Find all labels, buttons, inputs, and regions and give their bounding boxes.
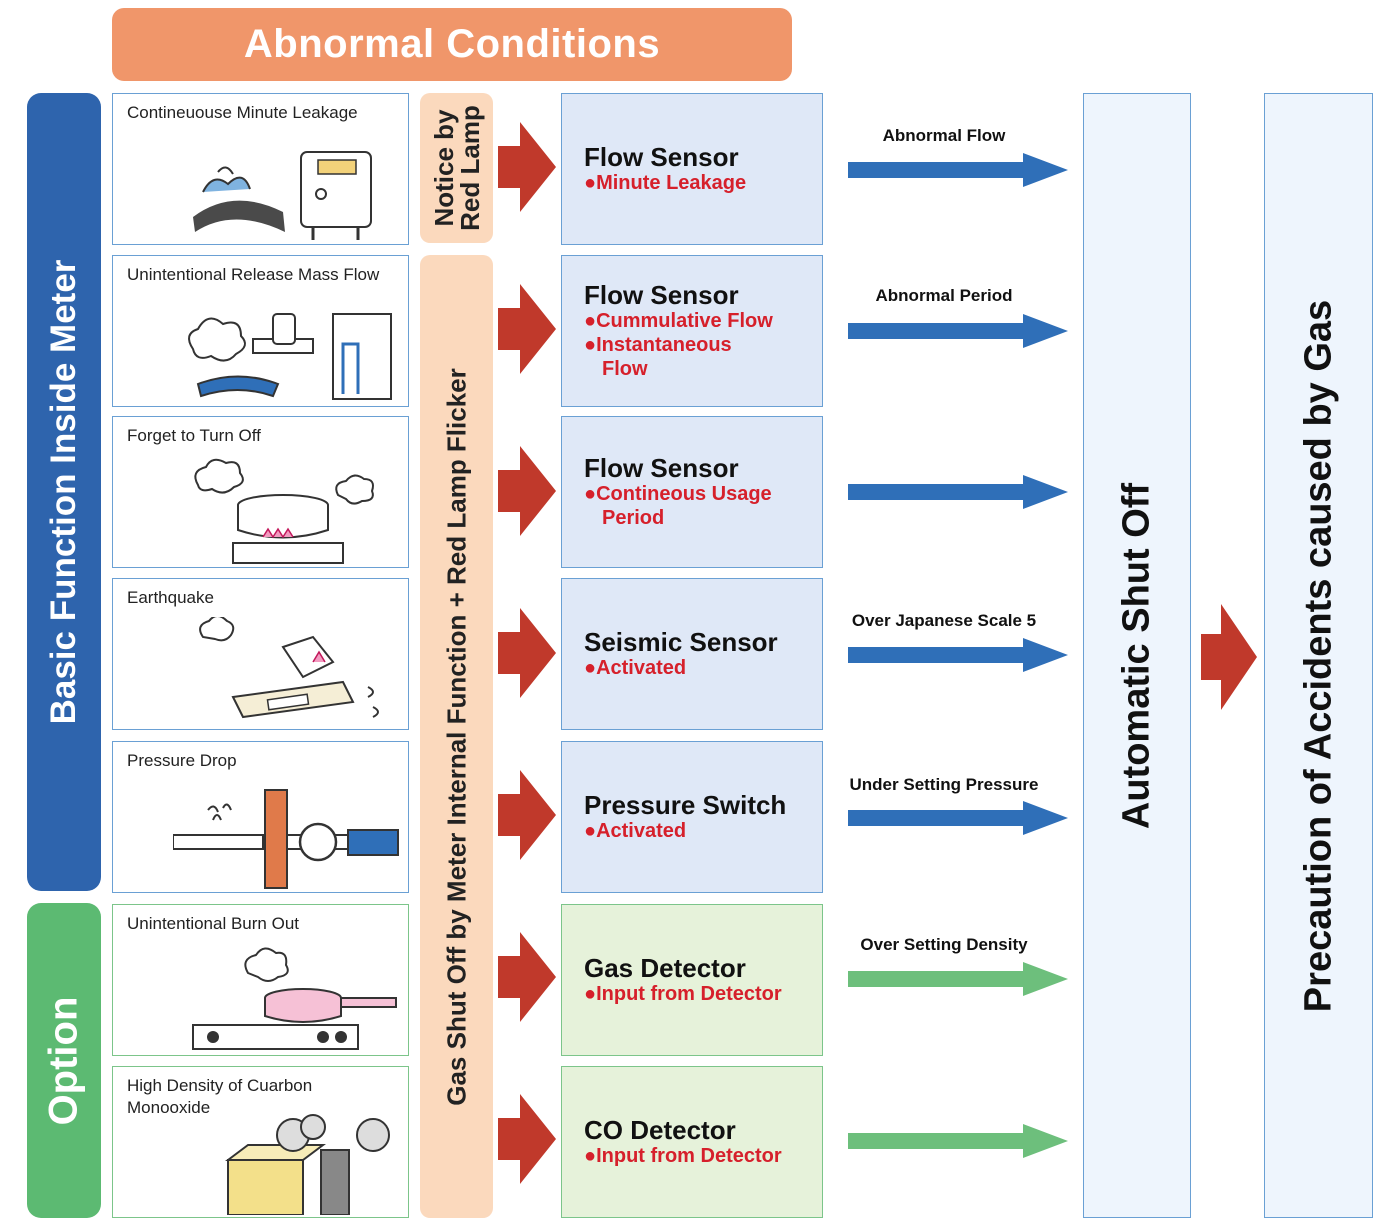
basic-function-label: Basic Function Inside Meter bbox=[44, 259, 83, 725]
broken-pipe-icon bbox=[173, 789, 399, 889]
red-arrow-icon bbox=[498, 1094, 556, 1184]
blue-arrow-icon bbox=[848, 475, 1068, 509]
condition-label: Contineuouse Minute Leakage bbox=[127, 103, 358, 122]
arrow-label: Abnormal Period bbox=[875, 286, 1013, 305]
notice-label: Notice by Red Lamp bbox=[428, 105, 485, 231]
sensor-title: Gas Detector bbox=[584, 953, 746, 983]
sensor-detail: ●Input from Detector bbox=[584, 1145, 782, 1167]
condition-box-earthquake: Earthquake bbox=[112, 578, 409, 730]
blue-arrow-icon bbox=[848, 638, 1068, 672]
sensor-title: Flow Sensor bbox=[584, 280, 739, 310]
sensor-detail: ●Activated bbox=[584, 657, 687, 679]
condition-label: Forget to Turn Off bbox=[127, 426, 261, 445]
sensor-detail: ●Instantaneous bbox=[584, 334, 732, 356]
condition-box-mass-flow: Unintentional Release Mass Flow bbox=[112, 255, 409, 407]
precaution-label: Precaution of Accidents caused by Gas bbox=[1297, 299, 1339, 1012]
red-arrow-icon bbox=[498, 608, 556, 698]
blue-arrow-icon bbox=[848, 153, 1068, 187]
sensor-detail: Period bbox=[602, 507, 665, 529]
green-arrow-icon bbox=[848, 1124, 1068, 1158]
condition-box-burn-out: Unintentional Burn Out bbox=[112, 904, 409, 1056]
gas-shutoff-bar: Gas Shut Off by Meter Internal Function … bbox=[420, 255, 493, 1218]
condition-label: Unintentional Release Mass Flow bbox=[127, 265, 380, 284]
sensor-detail: ●Input from Detector bbox=[584, 983, 782, 1005]
sensor-box-co-detector: CO Detector ●Input from Detector bbox=[561, 1066, 823, 1218]
shaking-stove-icon bbox=[199, 617, 379, 719]
condition-label: Unintentional Burn Out bbox=[127, 914, 299, 933]
automatic-shutoff-box: Automatic Shut Off bbox=[1083, 93, 1191, 1218]
arrow-label: Over Japanese Scale 5 bbox=[851, 611, 1037, 630]
condition-label: Pressure Drop bbox=[127, 751, 237, 770]
boiling-pot-icon bbox=[194, 458, 374, 564]
leaking-pipe-icon bbox=[193, 151, 372, 240]
condition-box-minute-leakage: Contineuouse Minute Leakage bbox=[112, 93, 409, 245]
sensor-title: Flow Sensor bbox=[584, 453, 739, 483]
sensor-box-flow-1: Flow Sensor ●Minute Leakage bbox=[561, 93, 823, 245]
condition-box-pressure-drop: Pressure Drop bbox=[112, 741, 409, 893]
sensor-title: Pressure Switch bbox=[584, 790, 787, 820]
condition-box-forget-off: Forget to Turn Off bbox=[112, 416, 409, 568]
red-arrow-icon bbox=[498, 770, 556, 860]
arrow-label: Abnormal Flow bbox=[882, 126, 1006, 145]
gas-shutoff-label: Gas Shut Off by Meter Internal Function … bbox=[441, 367, 471, 1106]
precaution-box: Precaution of Accidents caused by Gas bbox=[1264, 93, 1373, 1218]
sensor-title: Flow Sensor bbox=[584, 142, 739, 172]
sensor-box-pressure: Pressure Switch ●Activated bbox=[561, 741, 823, 893]
sensor-box-gas-detector: Gas Detector ●Input from Detector bbox=[561, 904, 823, 1056]
condition-label: Earthquake bbox=[127, 588, 214, 607]
sensor-detail: ●Minute Leakage bbox=[584, 172, 747, 194]
notice-red-lamp-bar: Notice by Red Lamp bbox=[420, 93, 493, 243]
condition-label: High Density of Cuarbon Monooxide bbox=[127, 1076, 313, 1117]
blue-arrow-icon bbox=[848, 314, 1068, 348]
option-bar: Option bbox=[27, 903, 101, 1218]
condition-box-carbon-monoxide: High Density of Cuarbon Monooxide bbox=[112, 1066, 409, 1218]
sensor-box-flow-3: Flow Sensor ●Contineous Usage Period bbox=[561, 416, 823, 568]
sensor-detail: ●Activated bbox=[584, 820, 687, 842]
burning-pan-icon bbox=[192, 947, 397, 1050]
sensor-title: CO Detector bbox=[584, 1115, 736, 1145]
sensor-detail: ●Cummulative Flow bbox=[584, 310, 773, 332]
hose-release-icon bbox=[188, 313, 392, 400]
red-arrow-icon bbox=[498, 122, 556, 212]
arrow-label: Under Setting Pressure bbox=[849, 775, 1039, 794]
sensor-title: Seismic Sensor bbox=[584, 627, 778, 657]
red-arrow-icon bbox=[498, 932, 556, 1022]
red-arrow-icon bbox=[498, 446, 556, 536]
banner-title: Abnormal Conditions bbox=[243, 22, 661, 66]
green-arrow-icon bbox=[848, 962, 1068, 996]
smoking-heater-icon bbox=[225, 1114, 390, 1215]
option-label: Option bbox=[41, 996, 86, 1125]
sensor-box-flow-2: Flow Sensor ●Cummulative Flow ●Instantan… bbox=[561, 255, 823, 407]
abnormal-conditions-banner: Abnormal Conditions bbox=[112, 8, 792, 81]
arrow-label: Over Setting Density bbox=[860, 935, 1028, 954]
automatic-shutoff-label: Automatic Shut Off bbox=[1115, 482, 1158, 829]
red-arrow-icon bbox=[1201, 604, 1257, 710]
blue-arrow-icon bbox=[848, 801, 1068, 835]
red-arrow-icon bbox=[498, 284, 556, 374]
sensor-detail: Flow bbox=[602, 358, 648, 380]
sensor-detail: ●Contineous Usage bbox=[584, 483, 772, 505]
sensor-box-seismic: Seismic Sensor ●Activated bbox=[561, 578, 823, 730]
basic-function-bar: Basic Function Inside Meter bbox=[27, 93, 101, 891]
